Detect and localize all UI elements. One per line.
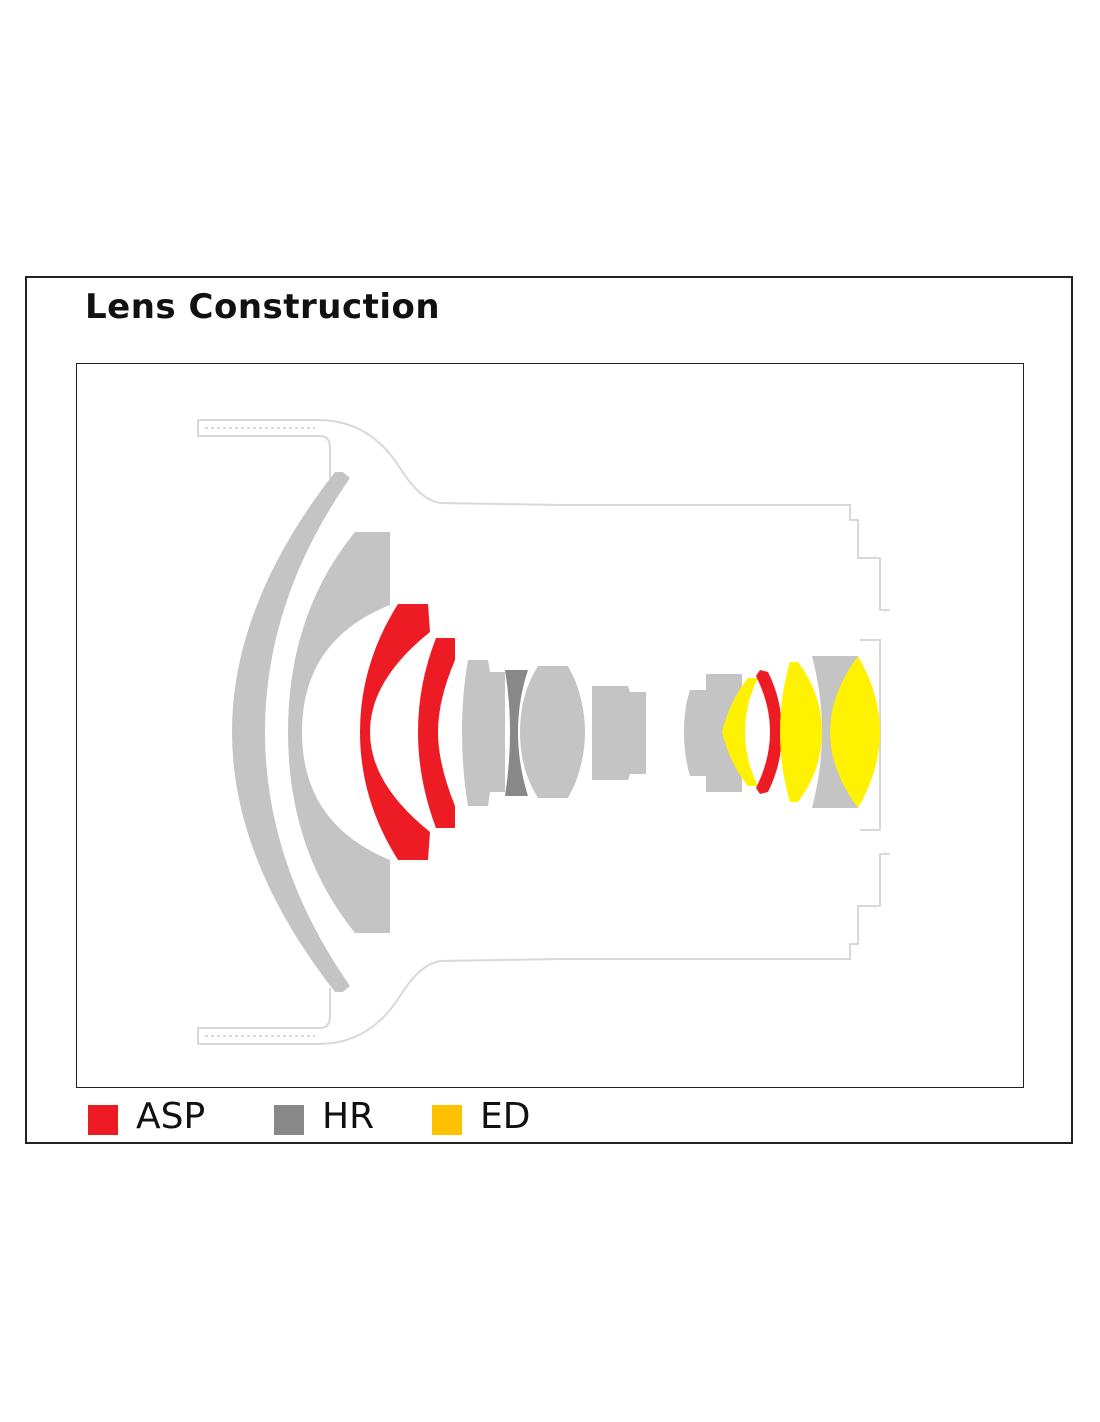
lens-element-7: [520, 666, 585, 798]
ed-element-12: [780, 662, 822, 802]
lens-element-2: [288, 532, 390, 933]
asp-swatch: [88, 1105, 118, 1135]
hr-element-6: [505, 670, 528, 796]
asp-element-11: [756, 670, 782, 794]
lens-barrel-outline: [197, 419, 890, 1045]
legend-label-ed: ED: [480, 1096, 531, 1137]
ed-element-10: [722, 678, 758, 786]
asp-element-3: [360, 604, 430, 860]
page-title: Lens Construction: [85, 287, 441, 327]
lens-element-5: [462, 660, 505, 806]
legend-label-asp: ASP: [136, 1096, 206, 1137]
asp-element-4: [418, 638, 455, 828]
ed-swatch: [432, 1105, 462, 1135]
lens-element-1: [232, 472, 350, 992]
hr-swatch: [274, 1105, 304, 1135]
legend-label-hr: HR: [322, 1096, 375, 1137]
ed-element-14: [830, 656, 880, 808]
lens-element-8: [592, 686, 646, 780]
lens-element-9: [684, 674, 742, 792]
